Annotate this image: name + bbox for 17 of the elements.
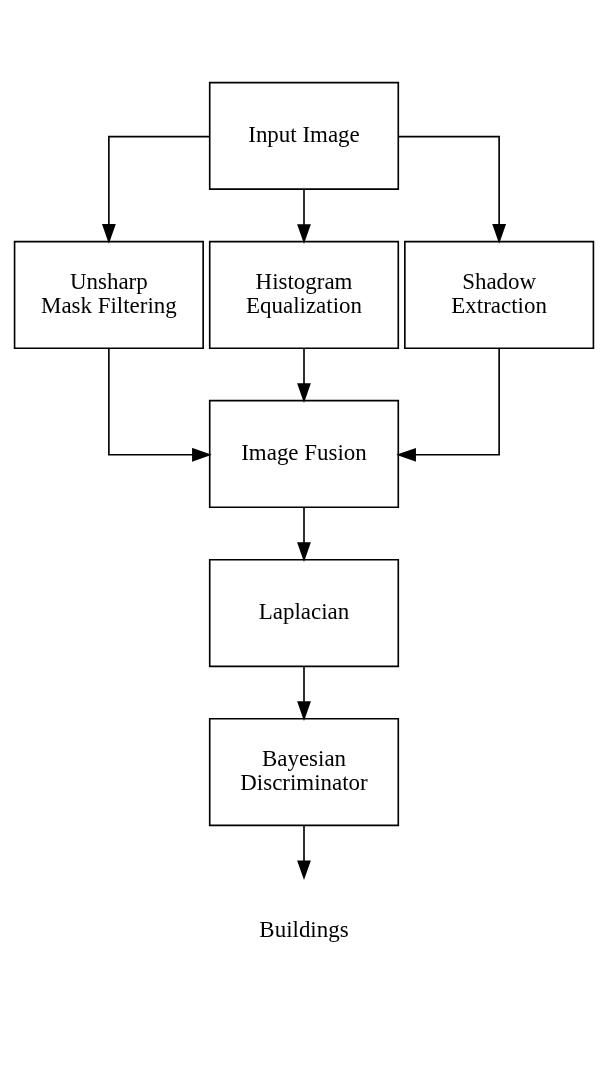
node-box: Histogram Equalization xyxy=(208,240,400,349)
arrow xyxy=(108,347,212,462)
node-text: Buildings xyxy=(259,916,349,942)
arrow xyxy=(297,506,311,562)
arrow xyxy=(297,665,311,721)
arrow xyxy=(396,347,500,462)
node-box: Bayesian Discriminator xyxy=(208,717,400,826)
arrow xyxy=(101,135,211,244)
node-box: Image Fusion xyxy=(208,399,400,508)
node-box: Shadow Extraction xyxy=(404,240,595,349)
arrow xyxy=(297,347,311,403)
arrow xyxy=(297,187,311,244)
node-box: Laplacian xyxy=(208,558,400,667)
arrow xyxy=(397,135,507,244)
arrow xyxy=(297,824,311,880)
node-box: Input Image xyxy=(208,81,400,190)
node-box: Unsharp Mask Filtering xyxy=(13,240,204,349)
